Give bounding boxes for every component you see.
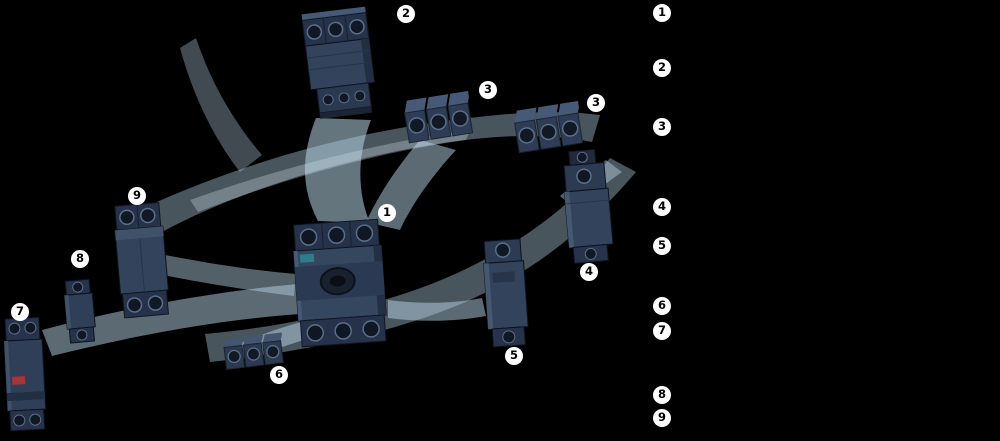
callout-1: 1 xyxy=(378,204,396,222)
legend-item-5: 5 xyxy=(653,237,671,255)
callout-9: 9 xyxy=(128,187,146,205)
ribbon-path xyxy=(42,284,300,356)
callout-7: 7 xyxy=(11,303,29,321)
legend-item-9: 9 xyxy=(653,409,671,427)
callout-6: 6 xyxy=(270,366,288,384)
ribbon-path xyxy=(304,118,371,223)
callout-5: 5 xyxy=(505,347,523,365)
device-4-illustration xyxy=(555,148,621,274)
legend-item-3: 3 xyxy=(653,118,671,136)
device-8-illustration xyxy=(59,276,103,349)
legend-item-2: 2 xyxy=(653,59,671,77)
callout-2: 2 xyxy=(397,5,415,23)
callout-8: 8 xyxy=(71,250,89,268)
ribbon-path xyxy=(180,38,262,172)
device-3b-illustration xyxy=(510,95,586,163)
device-7-illustration xyxy=(0,315,55,439)
device-6-illustration xyxy=(222,330,286,377)
device-5-illustration xyxy=(476,236,536,357)
ribbon-path xyxy=(388,298,486,321)
callout-4: 4 xyxy=(580,263,598,281)
legend-item-6: 6 xyxy=(653,297,671,315)
device-1-illustration xyxy=(290,217,391,353)
legend-item-4: 4 xyxy=(653,198,671,216)
callout-3b: 3 xyxy=(587,94,605,112)
legend-item-8: 8 xyxy=(653,386,671,404)
device-9-illustration xyxy=(111,200,178,328)
legend-item-7: 7 xyxy=(653,322,671,340)
device-3a-illustration xyxy=(400,85,476,153)
device-2-illustration xyxy=(297,4,384,126)
ribbon-path xyxy=(190,130,470,212)
callout-3a: 3 xyxy=(479,81,497,99)
ribbon-path xyxy=(148,252,296,296)
legend-item-1: 1 xyxy=(653,4,671,22)
